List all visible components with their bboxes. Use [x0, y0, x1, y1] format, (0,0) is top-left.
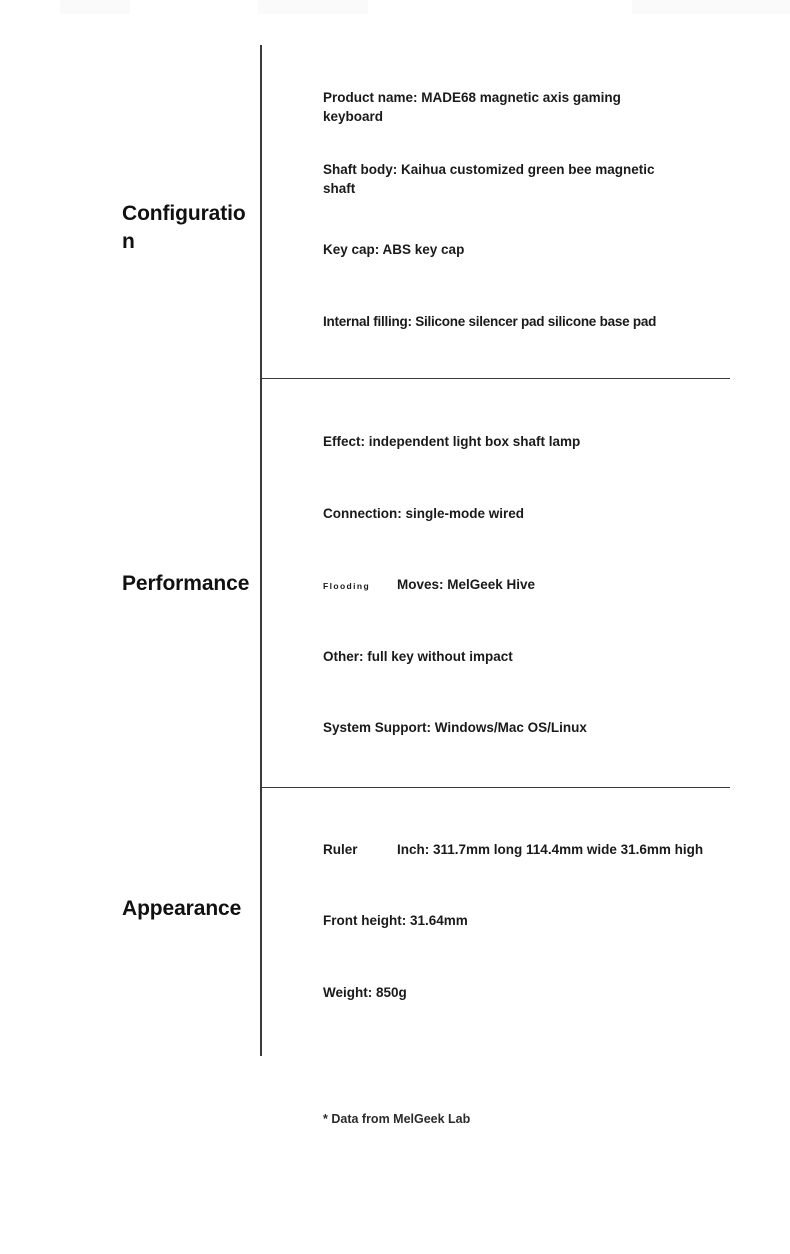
scan-artifact	[60, 0, 130, 14]
spec-row-other: Other: full key without impact	[323, 649, 513, 664]
footnote-data-source: * Data from MelGeek Lab	[323, 1112, 471, 1126]
section-divider-1	[261, 378, 730, 379]
section-title-performance: Performance	[122, 572, 250, 595]
spec-row-ruler: Ruler Inch: 311.7mm long 114.4mm wide 31.…	[323, 840, 783, 859]
spec-row-moves-value: Moves: MelGeek Hive	[397, 577, 536, 592]
spec-row-moves: Flooding Moves: MelGeek Hive	[323, 575, 763, 594]
spec-row-key-cap: Key cap: ABS key cap	[323, 242, 465, 257]
spec-row-front-height: Front height: 31.64mm	[323, 913, 468, 928]
spec-row-product-name: Product name: MADE68 magnetic axis gamin…	[323, 90, 621, 125]
vertical-divider-rule	[260, 45, 262, 1056]
scan-artifact	[258, 0, 368, 14]
spec-row-shaft-body: Shaft body: Kaihua customized green bee …	[323, 162, 655, 197]
spec-row-weight: Weight: 850g	[323, 985, 407, 1000]
spec-row-effect: Effect: independent light box shaft lamp	[323, 434, 581, 449]
spec-row-internal-filling: Internal filling: Silicone silencer pad …	[323, 314, 657, 329]
spec-row-moves-sublabel: Flooding	[323, 581, 371, 591]
spec-row-system-support: System Support: Windows/Mac OS/Linux	[323, 720, 587, 735]
spec-row-ruler-sublabel: Ruler	[323, 842, 358, 857]
scan-artifact	[632, 0, 790, 14]
spec-row-connection: Connection: single-mode wired	[323, 506, 525, 521]
section-title-configuration: Configuration	[122, 202, 246, 253]
section-title-appearance: Appearance	[122, 897, 242, 920]
spec-row-ruler-value: Inch: 311.7mm long 114.4mm wide 31.6mm h…	[397, 842, 704, 857]
section-divider-2	[261, 787, 730, 788]
